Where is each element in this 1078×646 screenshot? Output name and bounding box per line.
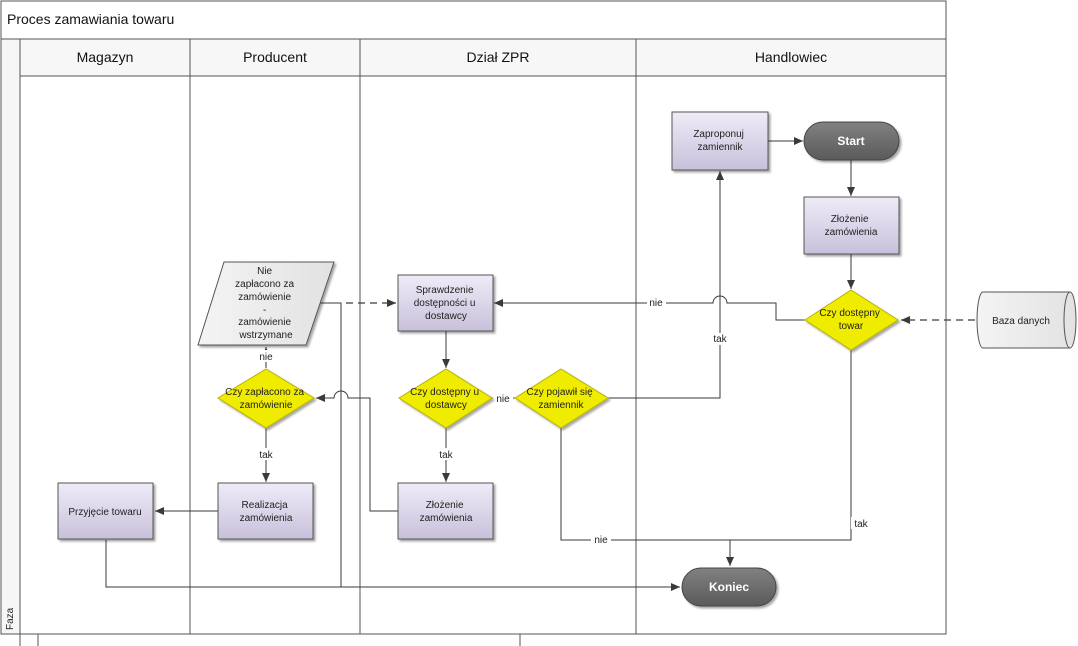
svg-text:Złożenie zamówienia: Złożenie zamówienia (825, 214, 878, 238)
lane-header-producent: Producent (243, 49, 307, 65)
svg-text:Start: Start (837, 134, 864, 148)
svg-text:Czy dostępny u dostawcy: Czy dostępny u dostawcy (410, 387, 482, 411)
svg-text:Sprawdzenie dostępności: Sprawdzenie dostępności u dostawcy (414, 285, 479, 322)
node-zaproponuj-zamiennik[interactable]: Zaproponuj zamiennik (671, 111, 769, 171)
lane-header-dzial-zpr: Dział ZPR (466, 49, 529, 65)
edge-nie-sprawdzenie (494, 295, 805, 321)
edge-label-tak: tak (259, 450, 273, 461)
edge-label-nie: nie (259, 352, 273, 363)
lane-header-handlowiec: Handlowiec (755, 49, 827, 65)
diagram-title: Proces zamawiania towaru (7, 11, 174, 27)
edge-zlozenie-czyzaplacono (316, 390, 398, 512)
svg-text:Realizacja zamówienia: Realizacja zamówienia (240, 500, 293, 524)
edge-label-nie: nie (594, 535, 608, 546)
edge-wstrzymane-koniec (316, 302, 342, 587)
node-sprawdzenie-dostepnosci[interactable]: Sprawdzenie dostępności u dostawcy (397, 274, 494, 332)
edge-przyjecie-koniec (105, 540, 680, 591)
svg-text:Baza danych: Baza danych (992, 316, 1050, 327)
svg-text:Koniec: Koniec (709, 580, 749, 594)
svg-text:Czy zapłacono za zamówie: Czy zapłacono za zamówienie (225, 387, 307, 411)
svg-text:Czy dostępny towar: Czy dostępny towar (819, 308, 882, 332)
edge-labels: nie tak nie tak nie tak tak nie (256, 297, 871, 546)
node-baza-danych[interactable]: Baza danych (976, 291, 1077, 349)
node-przyjecie-towaru[interactable]: Przyjęcie towaru (57, 482, 154, 540)
edge-label-tak: tak (439, 450, 453, 461)
node-czy-zaplacono[interactable]: Czy zapłacono za zamówienie (217, 368, 315, 429)
svg-text:Złożenie zamówienia: Złożenie zamówienia (420, 500, 473, 524)
edge-label-tak: tak (854, 519, 868, 530)
node-label: Zaproponuj zamiennik (693, 129, 746, 153)
node-start[interactable]: Start (803, 121, 900, 161)
svg-text:Przyjęcie towaru: Przyjęcie towaru (68, 507, 141, 518)
edge-label-nie: nie (496, 394, 510, 405)
node-realizacja-zamowienia[interactable]: Realizacja zamówienia (217, 482, 314, 540)
node-czy-dostepny-u-dostawcy[interactable]: Czy dostępny u dostawcy (398, 368, 493, 429)
lane-header-magazyn: Magazyn (77, 49, 134, 65)
edge-label-nie: nie (649, 298, 663, 309)
edge-nie-koniec (560, 428, 730, 541)
svg-text:Czy pojawił się zamienni: Czy pojawił się zamiennik (527, 387, 596, 411)
phase-label: Faza (5, 607, 16, 630)
node-koniec[interactable]: Koniec (681, 567, 777, 607)
svg-text:Nie zapłacono za z: Nie zapłacono za zamówienie - zamówienie… (235, 266, 297, 341)
node-nie-zaplacono-wstrzymane[interactable]: Nie zapłacono za zamówienie - zamówienie… (197, 261, 335, 346)
node-czy-pojawil-sie-zamiennik[interactable]: Czy pojawił się zamiennik (514, 368, 609, 429)
edge-tak-zaproponuj (608, 171, 724, 399)
edge-label-tak: tak (713, 334, 727, 345)
node-zlozenie-zamowienia-zpr[interactable]: Złożenie zamówienia (397, 482, 494, 540)
node-zlozenie-zamowienia-handlowiec[interactable]: Złożenie zamówienia (803, 196, 900, 255)
edge-tak-koniec (726, 350, 852, 566)
node-czy-dostepny-towar[interactable]: Czy dostępny towar (804, 289, 899, 351)
